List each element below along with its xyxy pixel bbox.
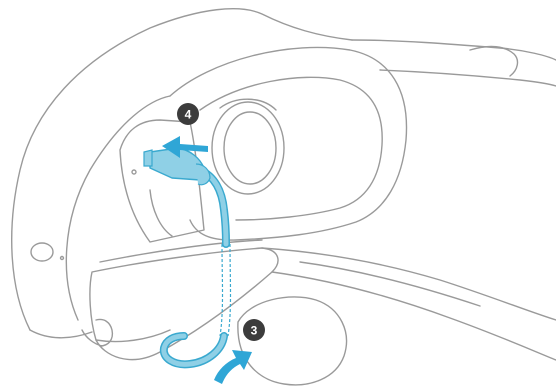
lower-shell (29, 329, 93, 339)
side-button (131, 169, 137, 175)
headset-shell (11, 8, 353, 331)
step-3-arrow (214, 350, 252, 384)
bottom-module (89, 247, 279, 361)
rear-pad (237, 296, 348, 386)
bottom-module-edge (95, 329, 171, 343)
head-band-mid (299, 261, 481, 307)
face-cushion (169, 46, 408, 241)
step-4-arrow-icon (162, 136, 208, 158)
cable-hidden-segment (219, 243, 224, 337)
headset-shell-inner (65, 95, 171, 321)
lens-inner (223, 111, 277, 185)
bottom-module-top (99, 239, 263, 263)
lens (211, 101, 285, 195)
hinge (95, 318, 114, 347)
front-indicator (59, 255, 65, 261)
step-badge-3-circle (243, 319, 265, 341)
connector-strain-relief (195, 163, 211, 186)
hinge-detail (81, 329, 103, 347)
step-badge-3: 3 (243, 319, 265, 341)
step-3-arrow-icon (214, 350, 252, 384)
connector-plug (143, 149, 153, 167)
usb-c-cable (143, 147, 232, 369)
step-badge-4: 4 (177, 103, 199, 125)
head-band-upper (261, 247, 556, 321)
top-strap-detail (469, 45, 519, 77)
top-strap (351, 39, 556, 61)
cable-upper-fill (197, 167, 229, 247)
step-4-arrow (162, 136, 208, 158)
headset-outline (11, 8, 556, 386)
side-panel-slot (149, 189, 173, 237)
cable-loop-fill (161, 333, 227, 367)
front-button (30, 242, 54, 262)
step-badge-4-circle (177, 103, 199, 125)
top-strap-lower (379, 69, 556, 87)
cable-hidden-segment-2 (227, 243, 232, 337)
face-cushion-inner (199, 76, 383, 221)
step-badge-4-label: 4 (185, 108, 192, 122)
head-band-lower (271, 271, 556, 361)
step-badge-3-label: 3 (251, 324, 258, 338)
lens-ring (219, 98, 277, 111)
